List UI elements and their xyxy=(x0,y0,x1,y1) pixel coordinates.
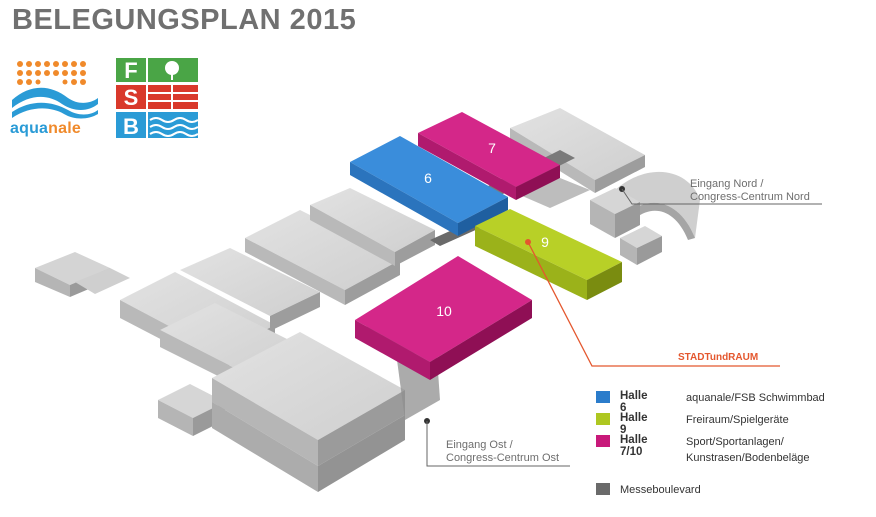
callout-ost-line1: Eingang Ost / xyxy=(446,439,514,451)
callout-stadtundraum: STADTundRAUM xyxy=(525,239,780,367)
legend-swatch-green xyxy=(596,413,610,425)
callout-nord-line1: Eingang Nord / xyxy=(690,178,764,190)
hall-7-label: 7 xyxy=(488,140,496,156)
fsb-letter-f: F xyxy=(124,58,137,83)
hall-10[interactable]: 10 xyxy=(355,256,532,380)
callout-nord-line2: Congress-Centrum Nord xyxy=(690,191,810,203)
hall-7[interactable]: 7 xyxy=(418,112,560,200)
aquanale-wordmark: aquanale xyxy=(10,120,81,137)
callout-eingang-ost: Eingang Ost / Congress-Centrum Ost xyxy=(424,418,570,467)
fsb-letter-s: S xyxy=(124,85,139,110)
grey-buildings xyxy=(35,108,700,492)
hall-9[interactable]: 9 xyxy=(475,209,622,300)
hall-6[interactable]: 6 xyxy=(350,136,508,236)
fsb-letter-b: B xyxy=(123,114,139,138)
fsb-logo: F S B xyxy=(116,58,198,138)
legend-swatch-blue xyxy=(596,391,610,403)
callout-eingang-nord: Eingang Nord / Congress-Centrum Nord xyxy=(619,178,822,205)
hall-10-label: 10 xyxy=(436,303,452,319)
legend-swatch-magenta xyxy=(596,435,610,447)
legend-swatch-grey xyxy=(596,483,610,495)
hall-6-label: 6 xyxy=(424,170,432,186)
page-title: BELEGUNGSPLAN 2015 xyxy=(12,4,357,36)
stadtundraum-label: STADTundRAUM xyxy=(678,352,758,363)
callout-ost-line2: Congress-Centrum Ost xyxy=(446,452,559,464)
hall-9-label: 9 xyxy=(541,234,549,250)
aquanale-logo xyxy=(12,61,98,119)
